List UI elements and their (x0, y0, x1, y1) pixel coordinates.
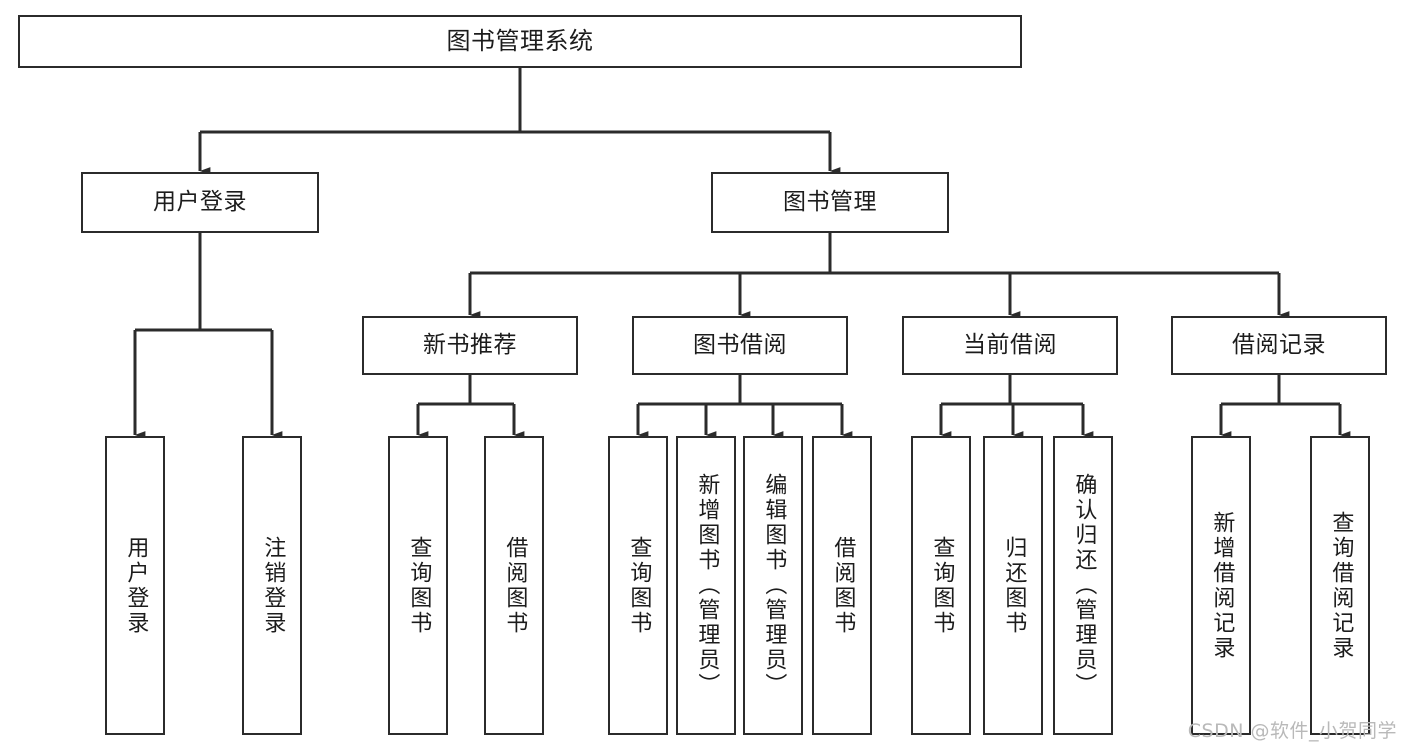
node-label: 借阅记录 (1232, 331, 1326, 358)
node-l_b2[interactable]: 借阅图书 (812, 436, 872, 735)
node-l_edit[interactable]: 编辑图书（管理员） (743, 436, 803, 735)
node-label: 用户登录 (123, 535, 149, 636)
node-label: 确认归还（管理员） (1071, 473, 1097, 698)
node-l_logout[interactable]: 注销登录 (242, 436, 302, 735)
node-label: 编辑图书（管理员） (761, 473, 787, 698)
edges-group (133, 68, 1351, 439)
node-label: 新书推荐 (423, 331, 517, 358)
node-current[interactable]: 当前借阅 (902, 316, 1118, 375)
node-label: 归还图书 (1001, 535, 1027, 636)
node-l_q3[interactable]: 查询图书 (911, 436, 971, 735)
node-l_q2[interactable]: 查询图书 (608, 436, 668, 735)
node-l_conf[interactable]: 确认归还（管理员） (1053, 436, 1113, 735)
node-label: 新增借阅记录 (1209, 510, 1235, 661)
node-l_addrec[interactable]: 新增借阅记录 (1191, 436, 1251, 735)
node-label: 查询图书 (406, 535, 432, 636)
node-label: 注销登录 (260, 535, 286, 636)
node-label: 当前借阅 (963, 331, 1057, 358)
node-label: 查询图书 (626, 535, 652, 636)
node-label: 用户登录 (153, 188, 247, 215)
node-label: 图书借阅 (693, 331, 787, 358)
node-label: 借阅图书 (830, 535, 856, 636)
node-label: 查询图书 (929, 535, 955, 636)
node-bookmgmt[interactable]: 图书管理 (711, 172, 949, 233)
node-history[interactable]: 借阅记录 (1171, 316, 1387, 375)
node-l_ret[interactable]: 归还图书 (983, 436, 1043, 735)
node-l_qrec[interactable]: 查询借阅记录 (1310, 436, 1370, 735)
node-borrow[interactable]: 图书借阅 (632, 316, 848, 375)
watermark-text: CSDN @软件_小贺同学 (1187, 720, 1397, 742)
node-label: 借阅图书 (502, 535, 528, 636)
node-l_q1[interactable]: 查询图书 (388, 436, 448, 735)
node-l_add[interactable]: 新增图书（管理员） (676, 436, 736, 735)
node-root[interactable]: 图书管理系统 (18, 15, 1022, 68)
node-label: 查询借阅记录 (1328, 510, 1354, 661)
node-label: 图书管理 (783, 188, 877, 215)
node-newrec[interactable]: 新书推荐 (362, 316, 578, 375)
node-label: 图书管理系统 (446, 27, 594, 56)
node-l_login[interactable]: 用户登录 (105, 436, 165, 735)
node-label: 新增图书（管理员） (694, 473, 720, 698)
node-l_b1[interactable]: 借阅图书 (484, 436, 544, 735)
node-login[interactable]: 用户登录 (81, 172, 319, 233)
